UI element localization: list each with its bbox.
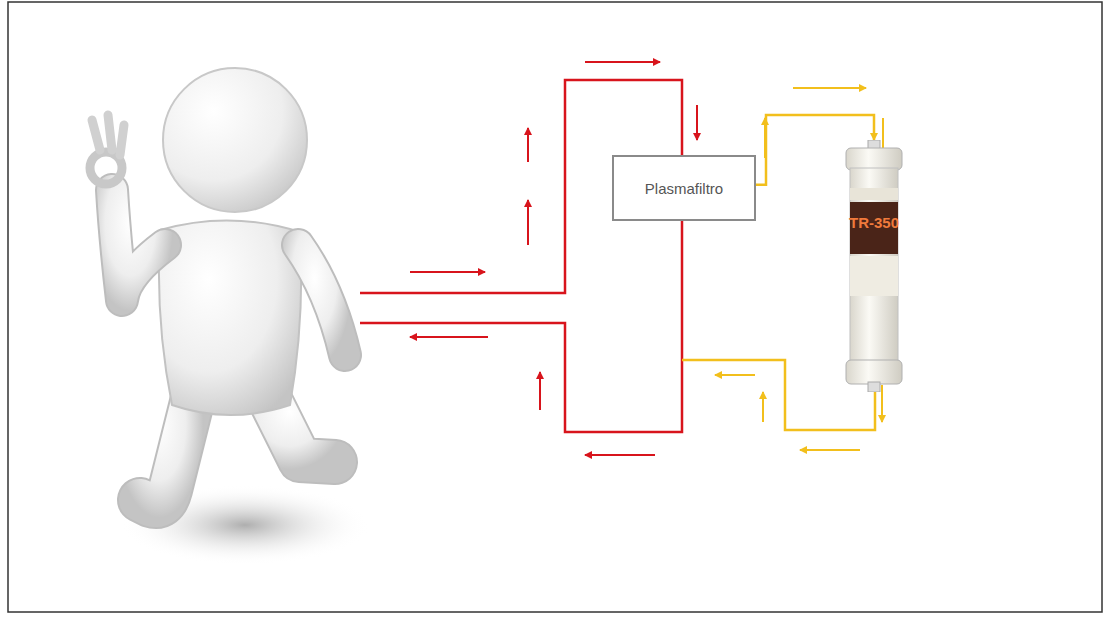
process-box: Plasmafiltro bbox=[612, 155, 756, 221]
cartridge-label: TR-350 bbox=[838, 214, 910, 231]
box-label: Plasmafiltro bbox=[645, 180, 723, 197]
filter-cartridge bbox=[838, 140, 910, 392]
frame bbox=[8, 2, 1102, 612]
blood-line bbox=[360, 80, 682, 432]
filter-cartridge-node: TR-350 bbox=[838, 140, 910, 392]
person-figure bbox=[90, 68, 370, 565]
flow-arrows bbox=[410, 62, 697, 455]
